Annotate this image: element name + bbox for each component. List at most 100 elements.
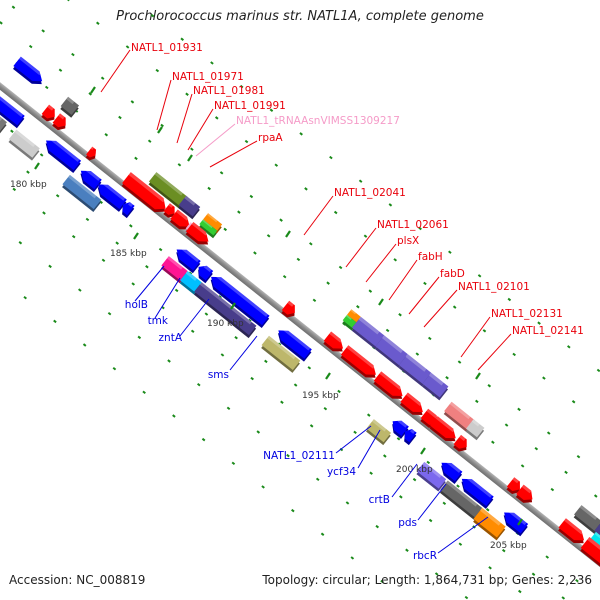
gene-arrow[interactable]: [579, 536, 600, 588]
tick-dot: [358, 179, 363, 183]
gene-box[interactable]: [439, 480, 484, 521]
gene-arrow[interactable]: [171, 245, 202, 274]
label-leader-line: [179, 298, 210, 337]
gene-label[interactable]: NATL1_tRNAAsnVIMSS1309217: [236, 115, 400, 127]
gene-label[interactable]: crtB: [369, 494, 390, 506]
major-tick: [157, 126, 163, 134]
gene-label[interactable]: ycf34: [327, 466, 356, 478]
gene-box[interactable]: [374, 335, 409, 368]
gene-arrow[interactable]: [193, 262, 214, 284]
gene-arrow[interactable]: [452, 434, 472, 455]
gene-arrow[interactable]: [339, 345, 381, 382]
gene-box[interactable]: [351, 316, 386, 350]
gene-box[interactable]: [472, 507, 507, 541]
tick-dot: [309, 424, 314, 428]
tick-dot: [231, 461, 236, 466]
gene-box[interactable]: [421, 372, 450, 401]
gene-label[interactable]: rpaA: [258, 132, 283, 144]
gene-arrow[interactable]: [372, 371, 407, 403]
gene-box[interactable]: [7, 129, 41, 161]
gene-box[interactable]: [415, 461, 447, 492]
gene-arrow[interactable]: [273, 326, 313, 362]
gene-arrow[interactable]: [400, 427, 418, 446]
gene-arrow[interactable]: [557, 518, 589, 548]
tick-dot: [293, 383, 298, 387]
tick-dot: [564, 470, 568, 475]
gene-label[interactable]: fabD: [440, 268, 465, 280]
gene-arrow[interactable]: [206, 272, 271, 329]
tick-dot: [264, 359, 268, 364]
gene-arrow[interactable]: [499, 508, 530, 537]
gene-arrow[interactable]: [322, 331, 348, 357]
gene-arrow[interactable]: [0, 91, 26, 129]
gene-box[interactable]: [59, 96, 80, 118]
gene-arrow[interactable]: [457, 474, 495, 509]
gene-label[interactable]: zntA: [159, 332, 183, 344]
gene-label[interactable]: NATL1_01931: [131, 42, 203, 54]
gene-arrow[interactable]: [436, 458, 463, 484]
gene-box[interactable]: [177, 195, 201, 220]
label-leader-line: [417, 483, 447, 521]
tick-dot: [58, 68, 63, 72]
gene-box[interactable]: [198, 219, 219, 239]
gene-label[interactable]: NATL1_02141: [512, 325, 584, 337]
tick-dot: [112, 366, 117, 371]
gene-label[interactable]: NATL1_01981: [193, 85, 265, 97]
gene-box[interactable]: [61, 174, 103, 213]
gene-arrow[interactable]: [85, 146, 100, 163]
gene-arrow[interactable]: [41, 136, 83, 174]
gene-label[interactable]: NATL1_02101: [458, 281, 530, 293]
gene-arrow[interactable]: [93, 180, 128, 212]
gene-box[interactable]: [193, 282, 258, 339]
gene-label[interactable]: plsX: [397, 235, 419, 247]
gene-arrow[interactable]: [118, 200, 136, 219]
tick-dot: [350, 556, 355, 560]
gene-box[interactable]: [464, 419, 485, 441]
tick-dot: [185, 92, 189, 96]
gene-label[interactable]: tmk: [148, 315, 169, 327]
gene-label[interactable]: sms: [208, 369, 229, 381]
gene-label[interactable]: holB: [125, 299, 148, 311]
gene-box[interactable]: [572, 505, 600, 534]
gene-box[interactable]: [160, 256, 189, 284]
gene-arrow[interactable]: [40, 104, 60, 125]
label-leader-line: [187, 108, 214, 151]
gene-arrow[interactable]: [184, 221, 213, 249]
gene-arrow[interactable]: [515, 484, 538, 507]
tick-dot: [475, 399, 479, 404]
gene-label[interactable]: NATL1_01971: [172, 71, 244, 83]
major-tick: [420, 447, 426, 455]
gene-box[interactable]: [147, 172, 189, 210]
gene-arrow[interactable]: [169, 209, 195, 235]
gene-box[interactable]: [202, 213, 224, 234]
label-leader-line: [460, 316, 491, 358]
gene-arrow[interactable]: [162, 203, 179, 220]
gene-arrow[interactable]: [280, 300, 300, 321]
gene-label[interactable]: NATL1_01991: [214, 100, 286, 112]
gene-arrow[interactable]: [76, 166, 103, 193]
tick-dot: [517, 407, 521, 412]
tick-dot: [18, 241, 23, 245]
tick-dot: [28, 44, 33, 49]
gene-arrow[interactable]: [51, 113, 71, 133]
gene-box[interactable]: [443, 401, 477, 433]
gene-label[interactable]: rbcR: [413, 550, 437, 562]
gene-arrow[interactable]: [12, 56, 47, 89]
gene-label[interactable]: fabH: [418, 251, 443, 263]
gene-arrow[interactable]: [121, 172, 172, 217]
tick-dot: [286, 453, 290, 458]
gene-box[interactable]: [260, 335, 302, 373]
gene-label[interactable]: NATL1_02111: [263, 450, 335, 462]
gene-label[interactable]: NATL1_02131: [491, 308, 563, 320]
gene-arrow[interactable]: [429, 416, 461, 446]
gene-arrow[interactable]: [505, 477, 525, 497]
gene-arrow[interactable]: [387, 417, 410, 439]
gene-label[interactable]: pds: [398, 517, 417, 529]
gene-box[interactable]: [179, 271, 203, 295]
gene-label[interactable]: NATL1_02061: [377, 219, 449, 231]
tick-dot: [427, 336, 432, 341]
gene-label[interactable]: NATL1_02041: [334, 187, 406, 199]
tick-dot: [196, 382, 201, 387]
gene-arrow[interactable]: [399, 392, 428, 420]
gene-box[interactable]: [397, 354, 432, 387]
